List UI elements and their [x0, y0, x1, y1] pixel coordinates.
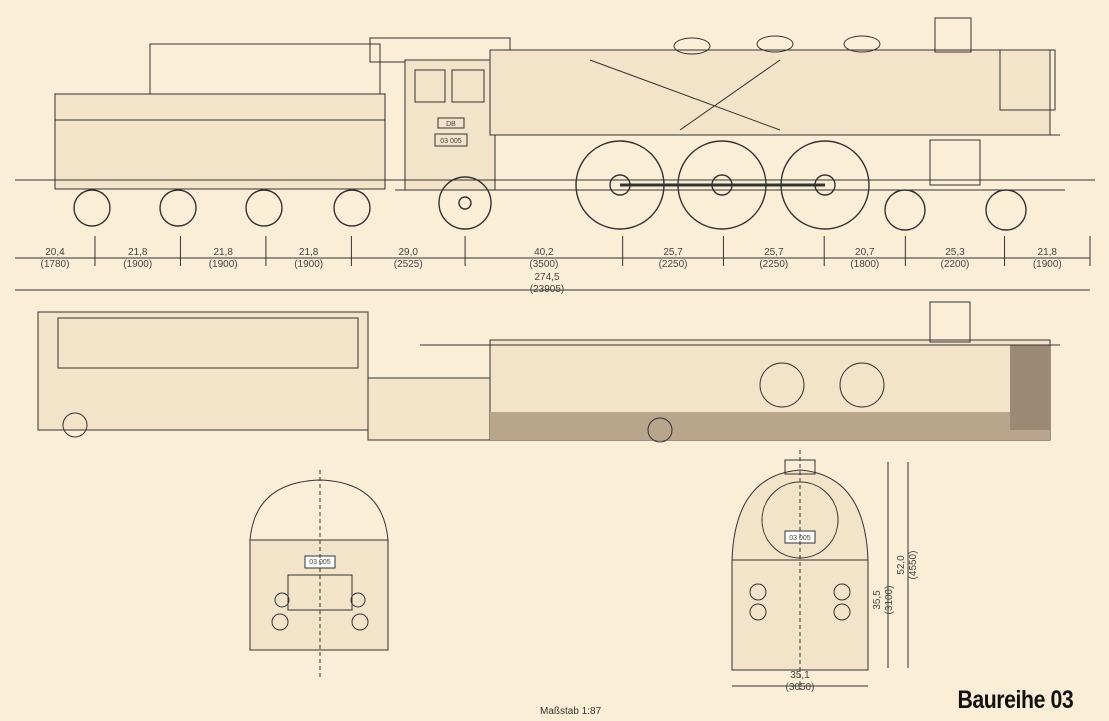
loco-front-view	[731, 450, 909, 690]
dimension-label: 25,7(2250)	[744, 247, 804, 271]
dimension-real: (1900)	[1032, 259, 1062, 270]
dimension-scale: 25,7	[663, 247, 683, 258]
drawing-title: Baureihe 03	[957, 686, 1073, 714]
dimension-real: (2250)	[759, 259, 789, 270]
dimension-scale: 21,8	[1037, 247, 1057, 258]
dimension-scale: 25,7	[764, 247, 784, 258]
dimension-scale: 21,8	[213, 247, 233, 258]
axis-height-real: (3100)	[884, 585, 895, 615]
scale-label: Maßstab 1:87	[540, 706, 602, 717]
dimension-real: (1900)	[294, 259, 324, 270]
front-width: 35,1 (3050)	[770, 670, 830, 694]
tender-number-plate: 03 005	[309, 559, 331, 566]
total-length-label: 274,5 (23905)	[517, 272, 577, 296]
dimension-label: 21,8(1900)	[193, 247, 253, 271]
dimension-label: 20,4(1780)	[25, 247, 85, 271]
width-real: (3050)	[785, 682, 815, 693]
total-height-real: (4550)	[908, 550, 919, 580]
total-height-scale: 52,0	[896, 555, 907, 575]
dimension-scale: 21,8	[298, 247, 319, 258]
tender-rear-view	[249, 470, 389, 680]
dimension-label: 21,8(1900)	[279, 247, 339, 271]
dimension-scale: 40,2	[534, 247, 554, 258]
dimension-label: 20,7(1800)	[835, 247, 895, 271]
dimension-scale: 25,3	[945, 247, 965, 258]
plan-view	[37, 301, 1060, 443]
dimension-real: (2525)	[393, 259, 423, 270]
dimension-scale: 20,7	[855, 247, 875, 258]
dimension-scale: 29,0	[398, 247, 418, 258]
dimension-label: 21,8(1900)	[1017, 247, 1077, 271]
total-length-scale: 274,5	[534, 272, 560, 283]
front-number-plate: 03 005	[789, 535, 811, 542]
front-total-height: 52,0 (4550)	[896, 535, 920, 595]
db-emblem: DB	[446, 121, 456, 128]
front-axis-height: 35,5 (3100)	[872, 570, 896, 630]
dimension-label: 25,7(2250)	[643, 247, 703, 271]
dimension-label: 40,2(3500)	[514, 247, 574, 271]
dimension-real: (2200)	[940, 259, 970, 270]
dimension-label: 25,3(2200)	[925, 247, 985, 271]
side-elevation	[15, 17, 1095, 231]
dimension-scale: 21,8	[127, 247, 148, 258]
dimension-real: (3500)	[529, 259, 559, 270]
dimension-real: (2250)	[658, 259, 688, 270]
dimension-label: 21,8(1900)	[108, 247, 168, 271]
total-length-real: (23905)	[529, 284, 565, 295]
cab-number-plate: 03 005	[440, 138, 462, 145]
axis-height-scale: 35,5	[872, 590, 883, 610]
dimension-scale: 20,4	[45, 247, 65, 258]
dimension-real: (1800)	[850, 259, 880, 270]
width-scale: 35,1	[790, 670, 810, 681]
dimension-label: 29,0(2525)	[378, 247, 438, 271]
dimension-real: (1900)	[208, 259, 238, 270]
dimension-real: (1900)	[123, 259, 153, 270]
dimension-real: (1780)	[40, 259, 70, 270]
